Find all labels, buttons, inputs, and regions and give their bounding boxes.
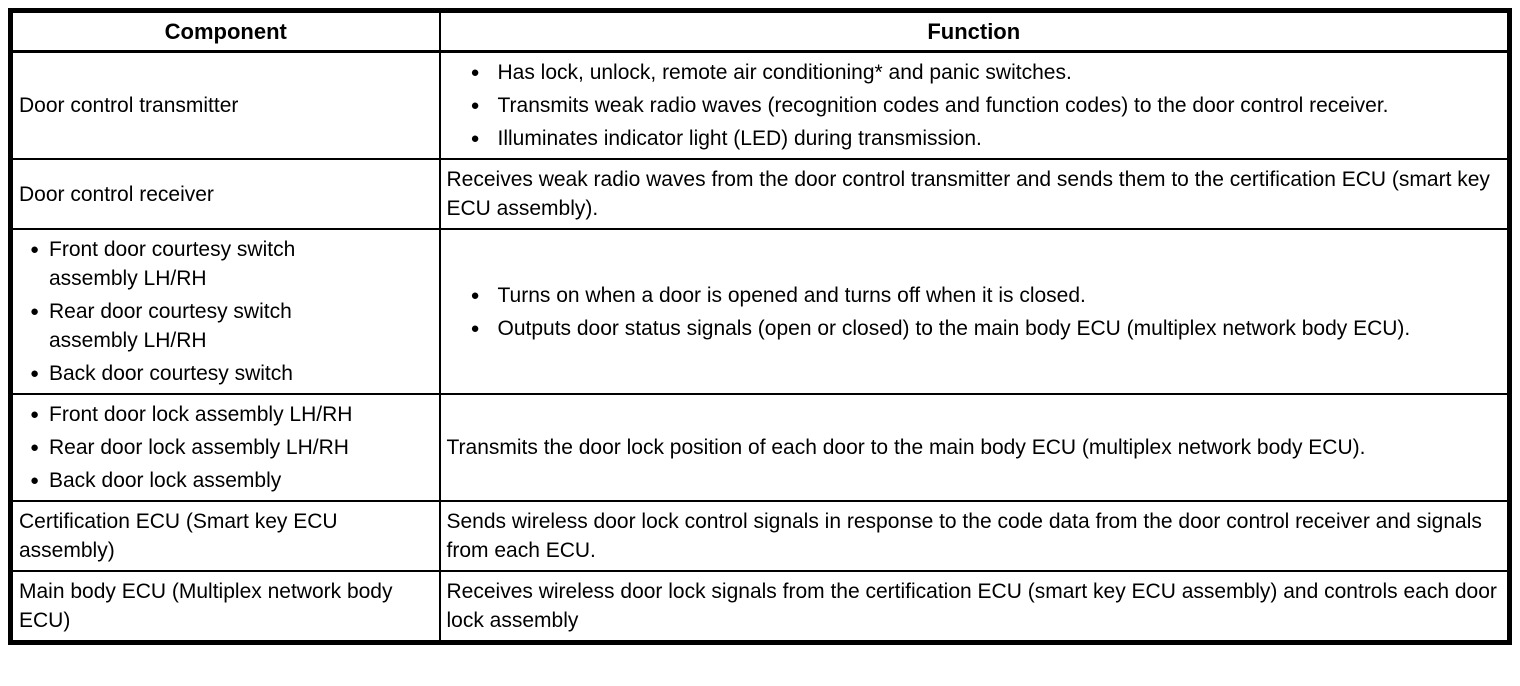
bullet-item: Rear door courtesy switch assembly LH/RH — [30, 297, 375, 355]
bullet-item: Back door courtesy switch — [30, 359, 375, 388]
bullet-item: Has lock, unlock, remote air conditionin… — [471, 58, 1502, 87]
bullet-item: Rear door lock assembly LH/RH — [30, 433, 375, 462]
component-column-header: Component — [9, 10, 441, 53]
bullet-item: Turns on when a door is opened and turns… — [471, 281, 1502, 310]
table-row: Certification ECU (Smart key ECU assembl… — [9, 500, 1511, 572]
header-row: Component Function — [9, 10, 1511, 53]
cell-text: Door control receiver — [19, 182, 214, 206]
function-cell: Has lock, unlock, remote air conditionin… — [438, 50, 1511, 160]
component-cell: Door control receiver — [9, 158, 441, 230]
cell-text: Receives wireless door lock signals from… — [446, 580, 1497, 632]
function-cell: Turns on when a door is opened and turns… — [438, 228, 1511, 395]
component-cell: Certification ECU (Smart key ECU assembl… — [9, 500, 441, 572]
function-cell: Transmits the door lock position of each… — [438, 393, 1511, 502]
component-cell: Door control transmitter — [9, 50, 441, 160]
cell-text: Main body ECU (Multiplex network body EC… — [19, 580, 393, 632]
bullet-list: Front door lock assembly LH/RH Rear door … — [30, 400, 433, 495]
function-cell: Sends wireless door lock control signals… — [438, 500, 1511, 572]
function-cell: Receives wireless door lock signals from… — [438, 570, 1511, 644]
function-cell: Receives weak radio waves from the door … — [438, 158, 1511, 230]
cell-text: Certification ECU (Smart key ECU assembl… — [19, 510, 338, 562]
table-header: Component Function — [9, 10, 1511, 53]
bullet-item: Outputs door status signals (open or clo… — [471, 314, 1502, 343]
bullet-item: Back door lock assembly — [30, 466, 375, 495]
bullet-list: Turns on when a door is opened and turns… — [471, 281, 1502, 343]
component-cell: Main body ECU (Multiplex network body EC… — [9, 570, 441, 644]
bullet-list: Front door courtesy switch assembly LH/R… — [30, 235, 433, 388]
bullet-list: Has lock, unlock, remote air conditionin… — [471, 58, 1502, 153]
component-cell: Front door lock assembly LH/RH Rear door … — [9, 393, 441, 502]
table-body: Door control transmitter Has lock, unlock… — [9, 50, 1511, 644]
function-column-header: Function — [438, 10, 1511, 53]
bullet-item: Transmits weak radio waves (recognition … — [471, 91, 1502, 120]
cell-text: Sends wireless door lock control signals… — [446, 510, 1482, 562]
bullet-item: Front door lock assembly LH/RH — [30, 400, 375, 429]
cell-text: Transmits the door lock position of each… — [446, 436, 1366, 459]
bullet-item: Illuminates indicator light (LED) during… — [471, 124, 1502, 153]
table-row: Main body ECU (Multiplex network body EC… — [9, 570, 1511, 644]
component-function-table: Component Function Door control transmit… — [8, 8, 1512, 645]
component-cell: Front door courtesy switch assembly LH/R… — [9, 228, 441, 395]
table-row: Door control receiver Receives weak radio… — [9, 158, 1511, 230]
cell-text: Receives weak radio waves from the door … — [446, 168, 1490, 220]
table-row: Front door courtesy switch assembly LH/R… — [9, 228, 1511, 395]
table-row: Door control transmitter Has lock, unlock… — [9, 50, 1511, 160]
cell-text: Door control transmitter — [19, 94, 239, 117]
table-row: Front door lock assembly LH/RH Rear door … — [9, 393, 1511, 502]
bullet-item: Front door courtesy switch assembly LH/R… — [30, 235, 375, 293]
